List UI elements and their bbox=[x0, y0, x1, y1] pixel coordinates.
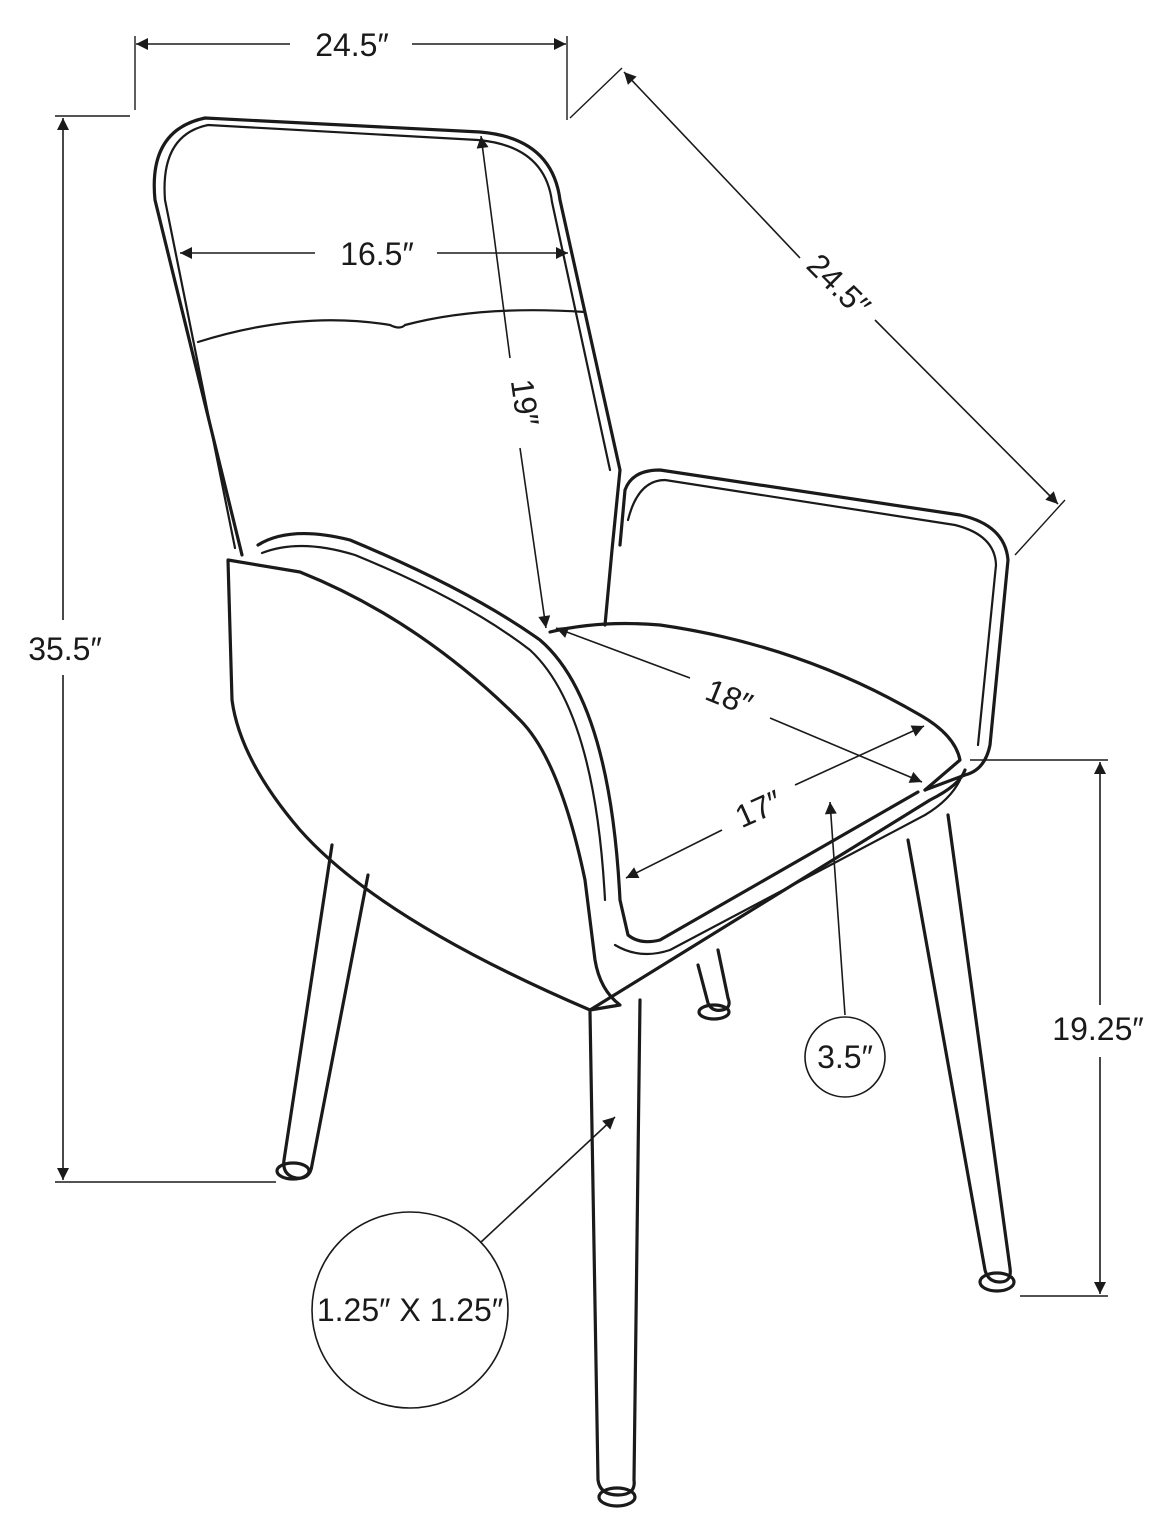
glide-front-right bbox=[978, 1271, 1016, 1293]
front-left-leg bbox=[588, 998, 642, 1497]
glide-rear-left bbox=[275, 1161, 311, 1181]
backrest-seam bbox=[196, 309, 587, 344]
seat-depth-line-top bbox=[555, 626, 691, 679]
seat-width-label: 17″ bbox=[730, 783, 788, 835]
total-height-label: 35.5″ bbox=[28, 631, 102, 667]
seat-depth-line-bottom bbox=[769, 717, 923, 783]
chair bbox=[152, 116, 1016, 1508]
back-width-label: 16.5″ bbox=[340, 236, 414, 272]
depth-ext-top bbox=[569, 67, 623, 119]
glide-front-left bbox=[597, 1486, 637, 1508]
back-height-label: 19″ bbox=[504, 377, 546, 428]
leg-size-callout bbox=[311, 1211, 509, 1409]
seat-cushion bbox=[548, 621, 962, 792]
back-height-line-top bbox=[476, 135, 511, 359]
depth-label: 24.5″ bbox=[800, 247, 878, 325]
seat-depth-label: 18″ bbox=[701, 672, 758, 723]
seat-thickness-label: 3.5″ bbox=[817, 1039, 873, 1075]
depth-line-top bbox=[623, 71, 801, 259]
back-height-line-bottom bbox=[519, 447, 551, 629]
leg-size-label: 1.25″ X 1.25″ bbox=[317, 1292, 503, 1328]
left-arm-roll bbox=[256, 532, 920, 944]
rear-right-leg bbox=[696, 948, 731, 1012]
front-right-leg bbox=[906, 813, 1012, 1284]
seat-width-line-left bbox=[625, 829, 723, 879]
dimensions: 24.5″ 24.5″ 35.5″ 16.5″ 19″ 18″ 17″ 3.5″ bbox=[28, 27, 1144, 1409]
top-width-label: 24.5″ bbox=[315, 27, 389, 63]
depth-ext-bottom bbox=[1014, 499, 1066, 556]
backrest-piping bbox=[163, 123, 612, 550]
right-arm-inner bbox=[626, 478, 998, 747]
glide-rear-right bbox=[697, 1003, 731, 1021]
seat-width-line-right bbox=[794, 725, 925, 786]
seat-thickness-callout bbox=[804, 1016, 886, 1098]
seat-base bbox=[588, 768, 967, 1012]
depth-line-bottom bbox=[874, 319, 1059, 505]
seat-thickness-leader bbox=[824, 801, 846, 1016]
leg-size-leader bbox=[479, 1116, 616, 1244]
right-arm bbox=[618, 468, 1010, 792]
left-arm-roll-inner bbox=[260, 544, 607, 902]
rear-left-leg bbox=[282, 843, 370, 1180]
backrest bbox=[152, 116, 622, 627]
left-arm-shell bbox=[226, 558, 622, 1012]
seat-height-label: 19.25″ bbox=[1052, 1011, 1143, 1047]
